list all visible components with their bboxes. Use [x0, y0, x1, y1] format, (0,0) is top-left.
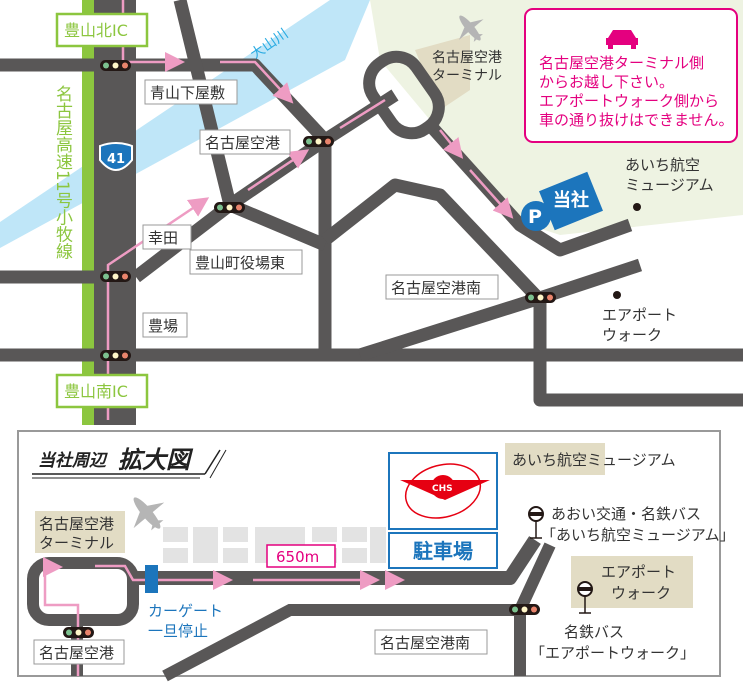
detail-museum-label: あいち航空ミュージアム — [512, 451, 676, 469]
bus-stop-walk-label-2: 「エアポートウォーク」 — [530, 644, 695, 662]
route-41-shield: 41 — [99, 142, 133, 171]
traffic-light — [509, 604, 540, 615]
car-gate — [145, 565, 158, 593]
detail-terminal-label-2: ターミナル — [39, 534, 114, 552]
airport-walk-dot — [613, 291, 621, 299]
notice-line-2: からお越し下さい。 — [539, 73, 674, 91]
museum-label-1: あいち航空 — [625, 156, 700, 174]
logo-text: CHS — [432, 484, 453, 494]
overview-map: 大山川 — [0, 0, 743, 425]
bus-stop-museum-label-2: 「あいち航空ミュージアム」 — [541, 526, 735, 544]
notice-line-4: 車の通り抜けはできません。 — [539, 111, 734, 129]
detail-title-small: 当社周辺 — [38, 451, 108, 471]
ic-south-label: 豊山南IC — [64, 382, 128, 401]
detail-terminal-label-1: 名古屋空港 — [39, 515, 114, 533]
airport-intersection-box — [33, 639, 125, 665]
notice-line-3: エアポートウォーク側から — [539, 92, 719, 110]
distance-box — [266, 544, 336, 568]
detail-airport-walk-2: ウォーク — [611, 584, 671, 602]
notice-line-1: 名古屋空港ターミナル側 — [539, 54, 704, 72]
bus-stop-museum-label-1: あおい交通・名鉄バス — [551, 505, 701, 523]
detail-map: 当社周辺 拡大図 名古屋空港 ターミナル — [17, 430, 735, 682]
airport-walk-bg — [571, 556, 693, 608]
expressway — [82, 0, 94, 425]
airport-south-intersection-box — [374, 629, 488, 655]
terminal-area — [415, 35, 470, 110]
driving-route — [106, 0, 514, 420]
intersection-toyoyama-town-hall: 豊山町役場東 — [195, 254, 285, 272]
car-gate-label-1: カーゲート — [148, 602, 223, 620]
expressway-label: 名古屋高速11号小牧線 — [52, 85, 73, 260]
traffic-light — [63, 627, 94, 638]
terminal-label-2: ターミナル — [432, 68, 502, 84]
company-logo: CHS 駐車場 — [388, 452, 498, 569]
terminal-label-1: 名古屋空港 — [432, 50, 502, 66]
detail-title: 当社周辺 拡大図 — [32, 446, 227, 479]
detail-title-large: 拡大図 — [118, 446, 194, 474]
airport-walk-label-2: ウォーク — [602, 326, 662, 344]
terminal-loop — [363, 50, 445, 140]
detail-airplane-icon — [133, 497, 165, 531]
parking-label: 駐車場 — [413, 539, 473, 563]
parking-icon: P — [528, 206, 542, 228]
intersection-toyoba: 豊場 — [148, 317, 178, 335]
ic-north-label: 豊山北IC — [64, 21, 128, 40]
terminal-bg — [35, 511, 125, 553]
ic-south: 豊山南IC — [55, 373, 149, 409]
notice-box: 名古屋空港ターミナル側 からお越し下さい。 エアポートウォーク側から 車の通り抜… — [524, 8, 738, 143]
traffic-lights — [100, 60, 556, 361]
museum-label-2: ミュージアム — [625, 176, 714, 194]
distance-label: 650m — [276, 548, 319, 566]
intersection-airport-south: 名古屋空港南 — [391, 279, 481, 297]
car-gate-label-2: 一旦停止 — [148, 622, 208, 640]
museum-dot — [633, 203, 641, 211]
route-shield-number: 41 — [107, 152, 125, 167]
intersection-aoyama: 青山下屋敷 — [150, 84, 225, 102]
bus-stop-icon — [528, 506, 544, 539]
airport-walk-label-1: エアポート — [602, 306, 677, 324]
car-icon — [606, 30, 638, 49]
detail-intersection-airport-south: 名古屋空港南 — [380, 634, 470, 652]
intersection-koda: 幸田 — [148, 229, 178, 247]
intersection-labels — [142, 79, 499, 338]
detail-airport-walk-1: エアポート — [601, 563, 676, 581]
company-label: 当社 — [553, 189, 589, 211]
bus-stop-walk-label-1: 名鉄バス — [564, 623, 624, 641]
detail-intersection-airport: 名古屋空港 — [39, 644, 114, 662]
bus-stop-icon — [577, 581, 593, 614]
ic-north: 豊山北IC — [55, 12, 149, 48]
museum-bg — [505, 443, 605, 475]
company-marker: 当社 P — [521, 171, 603, 231]
intersection-nagoya-airport: 名古屋空港 — [205, 134, 280, 152]
